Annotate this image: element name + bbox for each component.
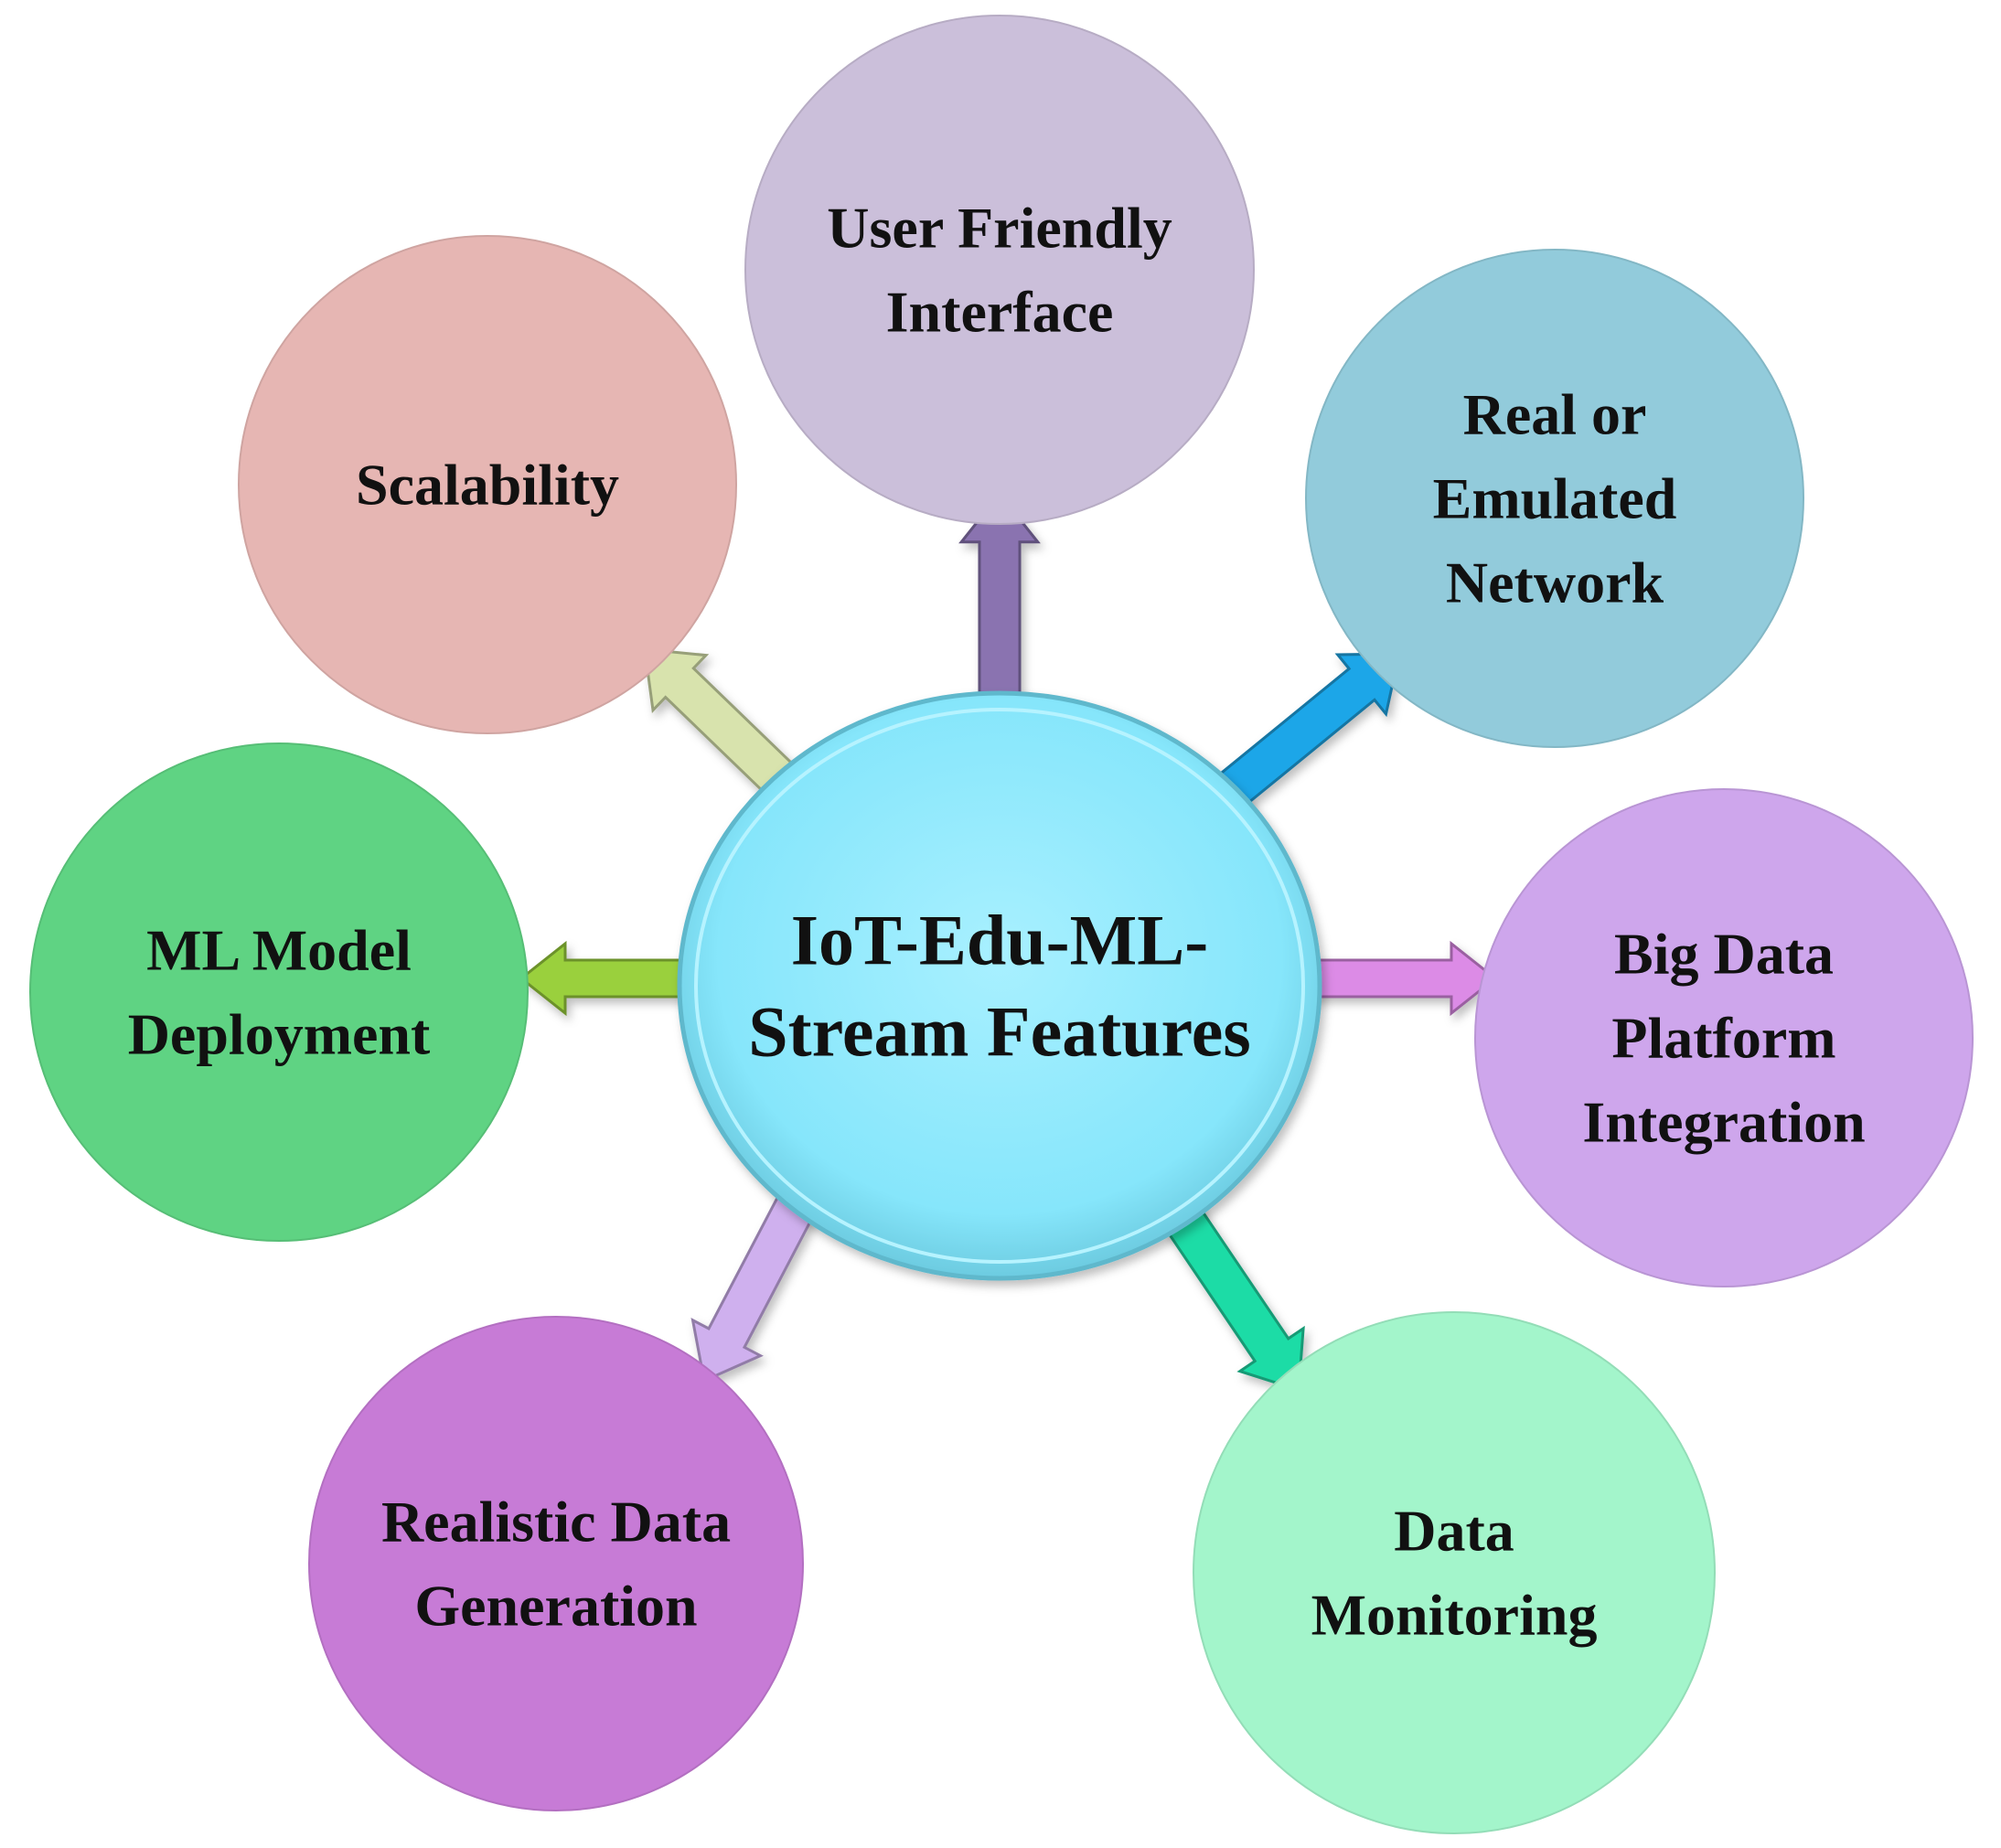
center-hub-label-line-1: IoT-Edu-ML- (791, 901, 1209, 980)
user-friendly-interface-label-line-1: User Friendly (827, 196, 1172, 261)
center-hub-label-line-2: Stream Features (748, 992, 1250, 1072)
big-data-platform-integration-circle (1474, 788, 1974, 1287)
data-monitoring-label-line-1: Data (1394, 1499, 1514, 1564)
scalability-circle (238, 235, 737, 734)
real-or-emulated-network-label-line-2: Emulated (1433, 466, 1677, 531)
big-data-platform-integration-label-line-3: Integration (1582, 1090, 1865, 1155)
center-hub: IoT-Edu-ML- Stream Features (677, 690, 1322, 1281)
real-or-emulated-network-circle (1305, 249, 1804, 748)
big-data-platform-integration-label-line-2: Platform (1611, 1006, 1835, 1071)
scalability-arrow (643, 647, 794, 794)
user-friendly-interface-circle (744, 15, 1255, 525)
scalability-node: Scalability (238, 235, 737, 734)
ml-model-deployment-arrow (519, 940, 706, 1017)
ml-model-deployment-label-line-1: ML Model (146, 918, 412, 983)
center-hub-ring (694, 708, 1305, 1264)
hub-layer: IoT-Edu-ML- Stream Features (677, 690, 1322, 1281)
realistic-data-generation-circle (308, 1316, 804, 1811)
ml-model-deployment-circle (29, 742, 529, 1242)
big-data-platform-integration-label-line-1: Big Data (1614, 922, 1834, 987)
big-data-platform-integration-arrow (1301, 940, 1498, 1017)
real-or-emulated-network-label-line-1: Real or (1463, 382, 1647, 447)
realistic-data-generation-label-line-2: Generation (414, 1574, 697, 1639)
real-or-emulated-network-arrow (1210, 652, 1401, 814)
real-or-emulated-network-label-line-3: Network (1446, 550, 1664, 615)
user-friendly-interface-arrow (958, 491, 1041, 706)
data-monitoring-label-line-2: Monitoring (1311, 1583, 1598, 1648)
ml-model-deployment-label-line-2: Deployment (128, 1002, 431, 1067)
scalability-label-line-1: Scalability (356, 453, 619, 518)
realistic-data-generation-label-line-1: Realistic Data (381, 1490, 731, 1554)
center-hub-circle (677, 690, 1322, 1281)
data-monitoring-circle (1193, 1311, 1716, 1834)
data-monitoring-arrow (1156, 1193, 1305, 1393)
user-friendly-interface-label-line-2: Interface (886, 280, 1114, 345)
